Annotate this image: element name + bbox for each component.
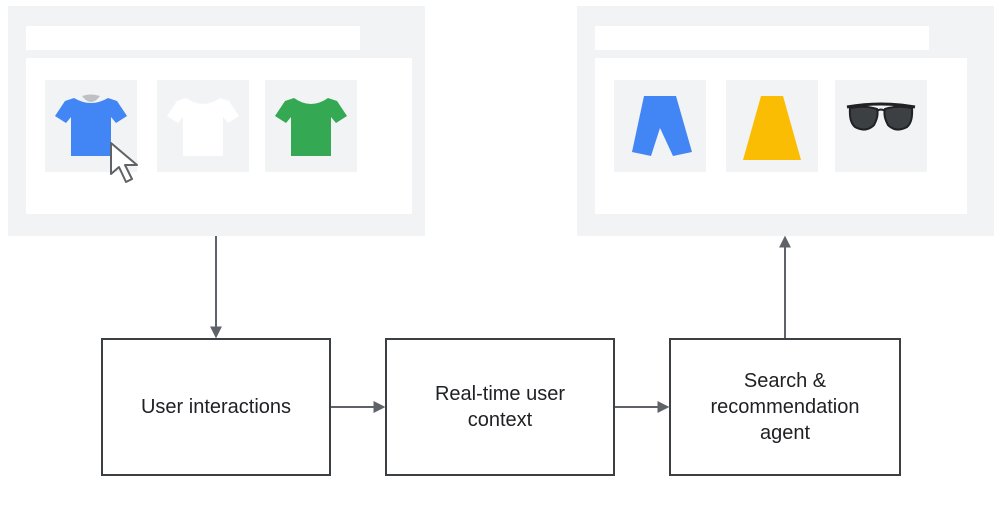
product-tile-blue-shorts[interactable] — [614, 80, 706, 172]
tshirt-icon — [275, 98, 347, 156]
shorts-icon — [632, 96, 692, 156]
product-tile-green-tshirt[interactable] — [265, 80, 357, 172]
user-interactions-label: User interactions — [140, 396, 292, 418]
product-tile-white-tshirt[interactable] — [157, 80, 249, 172]
recommendation-agent-label: Search & recommendation agent — [710, 370, 860, 444]
real-time-context-label: Real-time user context — [434, 383, 566, 431]
left-page-address-bar — [26, 26, 360, 50]
left-page-panel — [8, 6, 425, 236]
sunglasses-icon — [846, 102, 916, 131]
right-page-address-bar — [595, 26, 929, 50]
product-tile-yellow-skirt[interactable] — [726, 80, 818, 172]
product-tile-sunglasses[interactable] — [835, 80, 927, 172]
tshirt-icon — [167, 98, 239, 156]
left-page-content — [26, 58, 412, 214]
right-page-panel — [577, 6, 994, 236]
real-time-context-box: Real-time user context — [385, 338, 615, 476]
right-page-content — [595, 58, 967, 214]
skirt-icon — [743, 96, 801, 160]
recommendation-agent-box: Search & recommendation agent — [669, 338, 901, 476]
tshirt-icon — [55, 94, 127, 156]
user-interactions-box: User interactions — [101, 338, 331, 476]
cursor-arrow-icon — [110, 142, 138, 183]
